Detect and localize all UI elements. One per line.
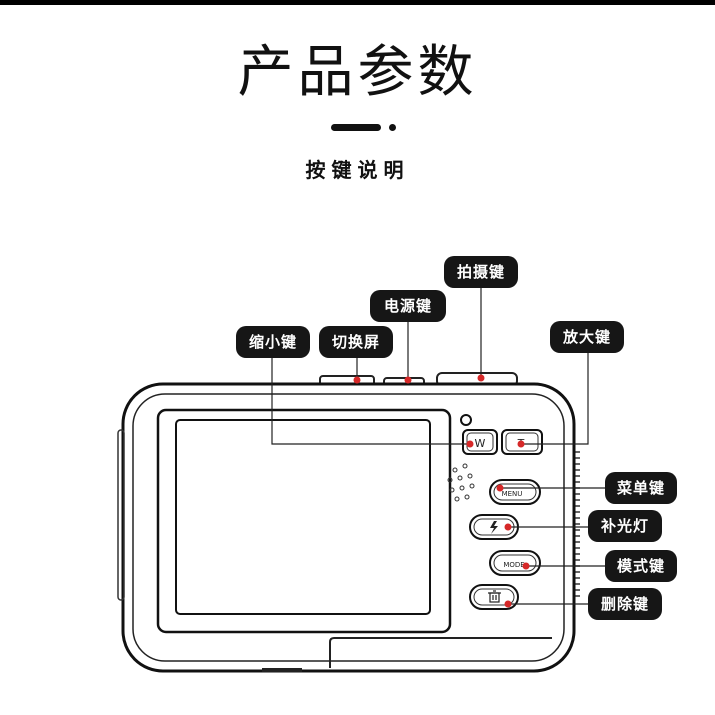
screen-display [175,419,431,615]
screen-frame [156,408,452,634]
label-menu: 菜单键 [605,472,677,504]
bottom-foot [262,668,302,672]
label-shutter: 拍摄键 [444,256,518,288]
speaker-grille [447,463,475,502]
label-power: 电源键 [370,290,446,322]
zoom-out-button[interactable] [462,429,498,455]
callout-lines [271,284,605,605]
label-zoom-in: 放大键 [550,321,624,353]
top-border [0,0,715,5]
section-subtitle: 按键说明 [305,158,410,182]
zoom-out-label: W [475,437,486,450]
label-switch-screen: 切换屏 [319,326,393,358]
menu-button-label: MENU [502,490,523,498]
flash-icon [490,521,498,534]
mode-button-label: MODE [503,561,524,569]
title-underline [331,124,381,131]
label-flash: 补光灯 [588,510,662,542]
trash-icon [488,590,501,603]
battery-door [329,637,552,668]
left-side-panel [117,429,125,601]
title-underline-dot [389,124,396,131]
label-mode: 模式键 [605,550,677,582]
label-zoom-out: 缩小键 [236,326,310,358]
page-title: 产品参数 [237,40,478,105]
label-delete: 删除键 [588,588,662,620]
callout-markers [353,374,530,608]
indicator-light [460,414,472,426]
